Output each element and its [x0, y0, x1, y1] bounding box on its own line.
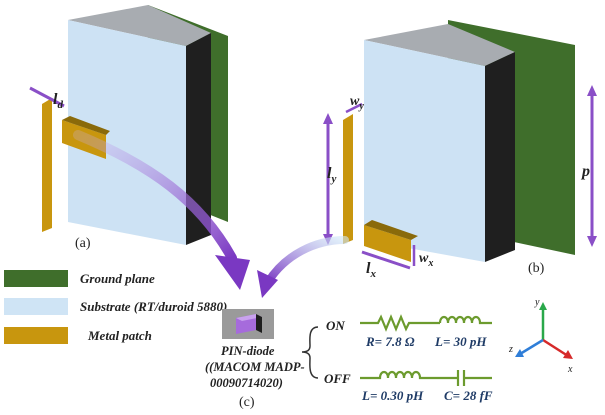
- axis-x-head: [563, 350, 573, 359]
- legend-label-ground-plane: Ground plane: [80, 271, 155, 286]
- dim-arrow-p-top: [587, 85, 597, 96]
- curved-arrow-a-head: [215, 255, 250, 290]
- pin-diode-cap: [256, 314, 262, 333]
- on-inductor-symbol: [438, 315, 492, 325]
- dim-arrow-ld: [29, 86, 65, 108]
- substrate-front-a: [68, 20, 186, 245]
- dim-arrow-p-bottom: [587, 236, 597, 247]
- dim-label-p: p: [580, 163, 590, 180]
- state-label-off: OFF: [324, 371, 351, 386]
- metal-patch-horizontal-b: [364, 225, 411, 262]
- axis-y-head: [539, 302, 547, 310]
- on-inductance-value: L= 30 pH: [434, 334, 487, 349]
- dim-label-lx: lx: [366, 260, 376, 280]
- dim-label-ly: ly: [327, 165, 336, 185]
- curved-arrow-b-to-c: [264, 236, 349, 286]
- diode-part-line1: ((MACOM MADP-: [205, 360, 305, 374]
- legend-label-substrate: Substrate (RT/duroid 5880): [80, 299, 227, 314]
- metal-patch-vertical-b: [343, 114, 353, 244]
- substrate-top-a: [68, 5, 211, 46]
- off-circuit: [360, 370, 492, 386]
- dim-arrow-ly-top: [323, 113, 333, 124]
- legend: Ground plane Substrate (RT/duroid 5880) …: [4, 270, 227, 344]
- pin-diode-top: [236, 314, 262, 321]
- substrate-side-b: [485, 52, 515, 262]
- panel-b-label: (b): [528, 261, 545, 276]
- metal-patch-edge-b: [364, 220, 418, 240]
- axis-triad: y x z: [508, 297, 573, 375]
- dim-arrow-lx: [361, 250, 411, 270]
- axis-x-label: x: [567, 364, 573, 375]
- metal-patch-edge-a: [62, 116, 110, 135]
- axis-z-label: z: [508, 344, 513, 355]
- curved-arrow-b-head: [257, 270, 278, 298]
- on-resistance-value: R= 7.8 Ω: [365, 334, 415, 349]
- curved-arrow-a-to-c: [73, 130, 237, 263]
- diode-part-line2: 00090714020): [210, 376, 283, 390]
- substrate-side-a: [186, 33, 211, 245]
- axis-z-head: [515, 349, 524, 357]
- off-capacitor-symbol: [456, 370, 492, 386]
- legend-label-metal-patch: Metal patch: [87, 328, 152, 343]
- panel-a: ld (a): [29, 5, 228, 251]
- on-resistor-symbol: [360, 314, 440, 332]
- panel-b: wy ly lx wx p (b): [323, 20, 597, 280]
- metal-patch-vertical-a: [42, 98, 52, 232]
- substrate-top-b: [364, 24, 515, 66]
- axis-z-line: [519, 338, 544, 356]
- legend-swatch-ground-plane: [4, 270, 68, 287]
- axis-y-label: y: [534, 297, 540, 308]
- diode-name: PIN-diode: [221, 344, 275, 358]
- legend-swatch-metal-patch: [4, 327, 68, 344]
- axis-x-line: [542, 338, 569, 358]
- substrate-front-b: [364, 40, 485, 262]
- dim-label-wx: wx: [419, 251, 433, 269]
- state-brace: [301, 326, 319, 379]
- off-capacitance-value: C= 28 fF: [444, 388, 493, 403]
- dim-label-wy: wy: [350, 94, 364, 112]
- legend-swatch-substrate: [4, 298, 68, 315]
- on-circuit: [360, 314, 492, 332]
- panel-a-label: (a): [75, 236, 91, 251]
- panel-c: PIN-diode ((MACOM MADP- 00090714020) (c)…: [205, 309, 493, 410]
- dim-label-ld: ld: [53, 91, 63, 111]
- state-label-on: ON: [326, 318, 345, 333]
- dim-arrow-wy: [345, 102, 363, 114]
- panel-c-label: (c): [239, 395, 255, 410]
- off-inductor-symbol: [360, 370, 458, 380]
- off-inductance-value: L= 0.30 pH: [361, 388, 424, 403]
